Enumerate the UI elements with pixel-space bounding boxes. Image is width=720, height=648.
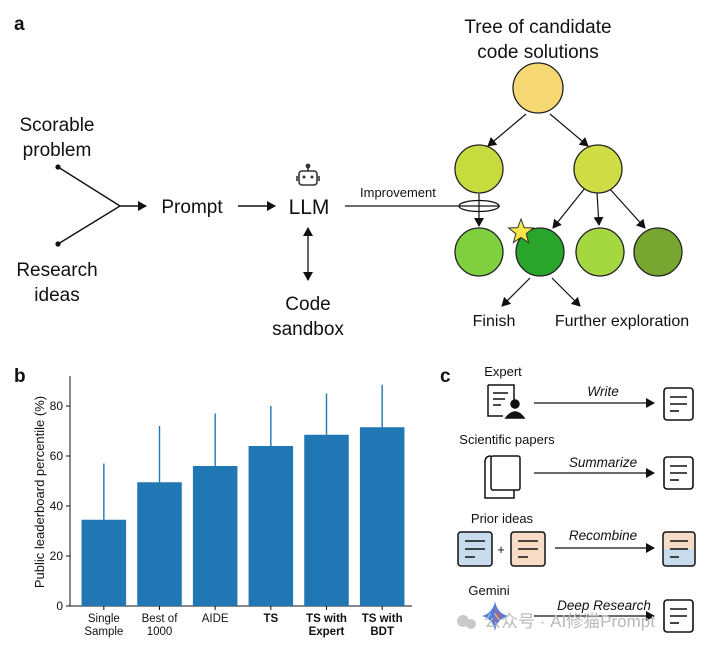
scorable-label-line1: Scorable xyxy=(20,115,95,136)
research-label-line2: ideas xyxy=(34,285,79,306)
chart-y-tick-label: 80 xyxy=(50,399,64,413)
chart-x-tick-label: BDT xyxy=(370,626,394,638)
expert-label: Expert xyxy=(484,364,522,379)
tree-node-leaf-3 xyxy=(575,227,625,277)
write-label: Write xyxy=(587,384,619,399)
chart-y-tick-label: 20 xyxy=(50,549,64,563)
tree-title-line2: code solutions xyxy=(477,42,598,63)
panel-b-label: b xyxy=(14,366,26,387)
chart-x-tick-label: 1000 xyxy=(147,626,173,638)
recombine-label: Recombine xyxy=(569,528,637,543)
sandbox-label-line1: Code xyxy=(285,294,330,315)
panel-b: b Public leaderboard percentile (%) 0 20 4… xyxy=(14,366,412,638)
book-icon xyxy=(484,455,521,499)
chart-x-tick-label: TS xyxy=(263,613,278,625)
chart-y-axis-label: Public leaderboard percentile (%) xyxy=(32,396,47,588)
panel-a: a Scorable problem Research ideas Prompt… xyxy=(14,14,689,340)
tree-node-leaf-1 xyxy=(454,227,504,277)
deep-research-label: Deep Research xyxy=(557,598,651,613)
chart-y-tick-label: 60 xyxy=(50,449,64,463)
chart-bar xyxy=(248,446,294,606)
watermark-text: 公众号 · AI修猫Prompt xyxy=(484,612,655,631)
output-document-icon xyxy=(663,599,694,633)
chart-x-tick-label: Sample xyxy=(84,626,123,638)
research-dot xyxy=(55,241,61,247)
prior-idea-peach-icon xyxy=(510,531,546,567)
chart-bar xyxy=(192,466,238,606)
chart-bar xyxy=(81,519,127,606)
gemini-label: Gemini xyxy=(468,583,509,598)
llm-label: LLM xyxy=(289,196,330,219)
scorable-label-line2: problem xyxy=(23,140,92,161)
summarize-label: Summarize xyxy=(569,455,637,470)
chart-x-tick-label: Expert xyxy=(309,626,345,638)
gemini-sparkle-icon xyxy=(482,601,508,631)
chart-x-tick-label: TS with xyxy=(362,613,403,625)
recombined-document-icon xyxy=(662,531,696,567)
scorable-dot xyxy=(55,164,61,170)
input-merge-lines xyxy=(57,166,147,245)
prior-ideas-label: Prior ideas xyxy=(471,511,534,526)
best-solution-star-icon xyxy=(507,217,535,244)
chart-x-tick-label: TS with xyxy=(306,613,347,625)
expert-document-icon xyxy=(487,384,526,419)
plus-sign: + xyxy=(497,542,505,557)
panel-a-label: a xyxy=(14,14,25,35)
watermark: 公众号 · AI修猫Prompt xyxy=(457,612,655,631)
chart-x-tick-label: Best of xyxy=(142,613,179,625)
improvement-label: Improvement xyxy=(360,185,436,200)
chart-y-tick-label: 0 xyxy=(56,599,63,613)
chart-x-tick-label: Single xyxy=(88,613,120,625)
robot-icon xyxy=(296,163,320,186)
wechat-icon-small xyxy=(466,619,476,629)
output-document-icon xyxy=(663,456,694,490)
tree-edges xyxy=(474,113,646,307)
research-label-line1: Research xyxy=(16,260,97,281)
tree-node-root xyxy=(512,62,564,114)
chart-bar xyxy=(137,482,182,606)
sandbox-label-line2: sandbox xyxy=(272,319,344,340)
chart-bar xyxy=(359,427,405,606)
chart-bar xyxy=(304,434,349,606)
tree-node-level1-left xyxy=(454,144,504,194)
panel-c: c Expert Write Scientific papers S xyxy=(440,364,696,633)
chart-x-tick-label: AIDE xyxy=(202,613,229,625)
finish-label: Finish xyxy=(473,313,516,330)
tree-node-leaf-4 xyxy=(633,227,683,277)
output-document-icon xyxy=(663,387,694,421)
prior-idea-blue-icon xyxy=(457,531,493,567)
further-exploration-label: Further exploration xyxy=(555,313,689,330)
tree-node-level1-right xyxy=(573,144,623,194)
prompt-label: Prompt xyxy=(161,197,223,218)
chart-y-tick-label: 40 xyxy=(50,499,64,513)
papers-label: Scientific papers xyxy=(459,432,555,447)
tree-title-line1: Tree of candidate xyxy=(464,17,611,38)
panel-c-label: c xyxy=(440,366,451,387)
